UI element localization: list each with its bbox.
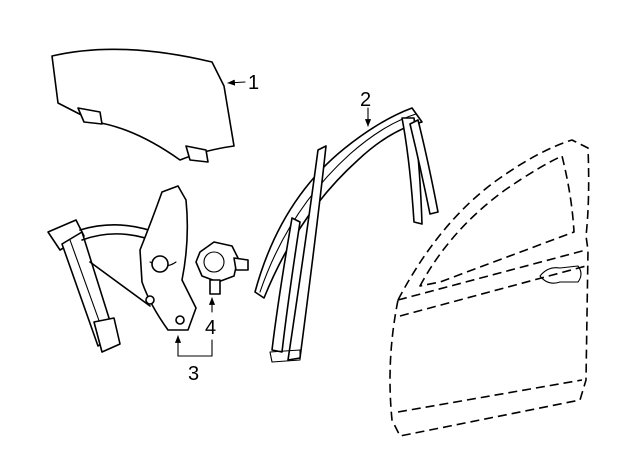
window-regulator (47, 185, 197, 353)
callout-3: 3 (188, 363, 199, 385)
callout-2: 2 (360, 89, 371, 111)
leader-lines (174, 79, 372, 357)
window-channel (254, 107, 439, 363)
front-door (389, 139, 590, 437)
door-glass (51, 48, 235, 163)
regulator-motor (195, 241, 249, 295)
callout-4: 4 (205, 317, 216, 339)
callout-1: 1 (248, 72, 259, 94)
